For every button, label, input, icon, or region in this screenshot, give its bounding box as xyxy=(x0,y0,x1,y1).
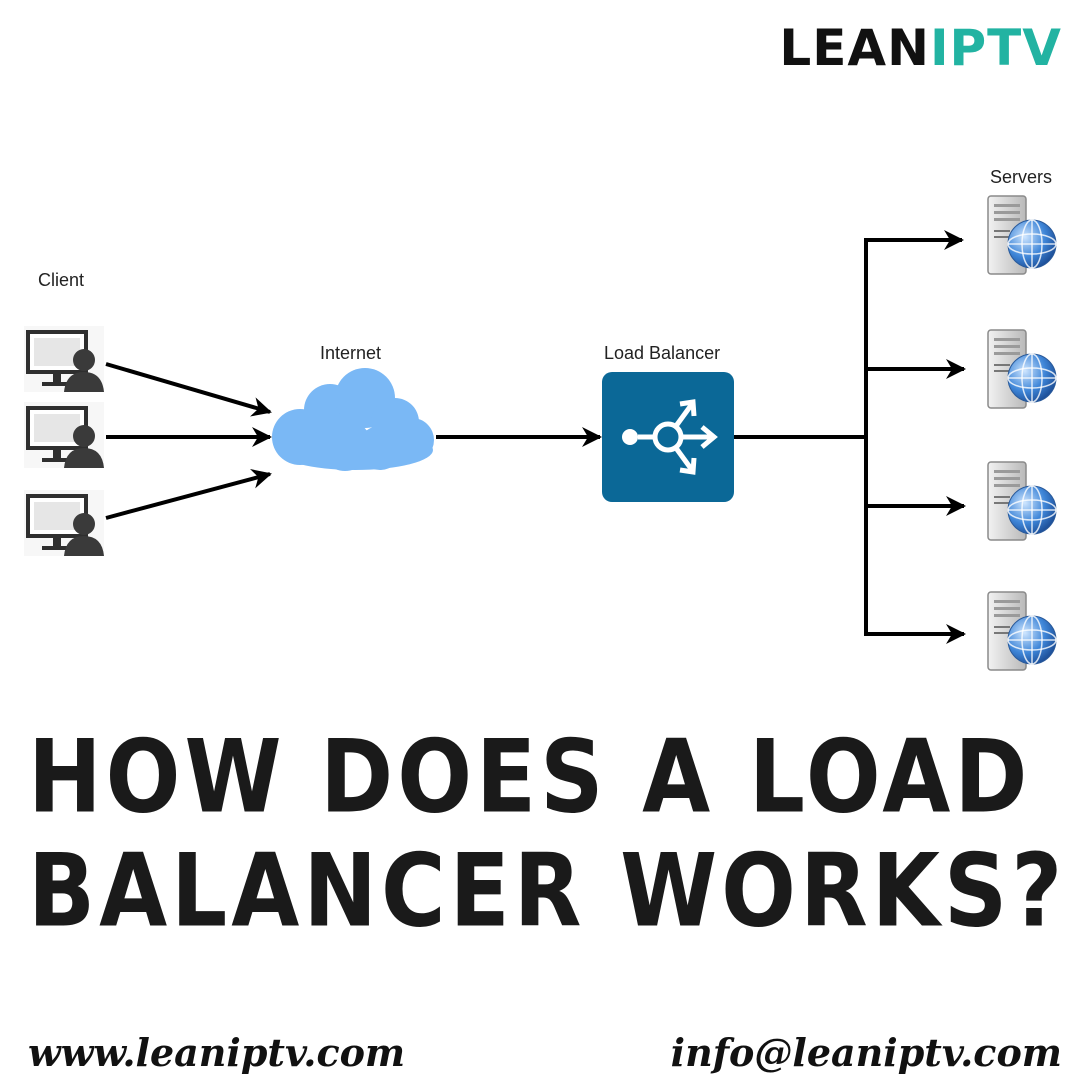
client-computer-3-icon xyxy=(22,488,106,558)
brand-logo-part1: LEAN xyxy=(779,19,930,77)
load-balancer-icon xyxy=(602,372,734,502)
headline-line-1: HOW DOES A LOAD xyxy=(28,717,1032,836)
brand-logo: LEANIPTV xyxy=(779,18,1062,78)
server-1-icon xyxy=(987,195,1057,275)
internet-cloud-icon xyxy=(272,368,434,471)
load-balancer-diagram xyxy=(22,195,1057,671)
brand-logo-part2: IPTV xyxy=(929,19,1062,77)
internet-label: Internet xyxy=(320,343,382,363)
client-computer-1-icon xyxy=(22,324,106,394)
servers-label: Servers xyxy=(990,167,1053,187)
client-label: Client xyxy=(38,270,85,290)
client-3-arrow xyxy=(105,469,272,520)
client-computer-2-icon xyxy=(22,400,106,470)
footer-website: www.leaniptv.com xyxy=(28,1030,406,1075)
server-2-icon xyxy=(987,329,1057,409)
load-balancer-label: Load Balancer xyxy=(604,343,721,363)
footer-email: info@leaniptv.com xyxy=(670,1030,1062,1075)
server-3-icon xyxy=(987,461,1057,541)
headline-line-2: BALANCER WORKS? xyxy=(28,831,1067,950)
server-4-icon xyxy=(987,591,1057,671)
client-1-arrow xyxy=(105,362,272,417)
